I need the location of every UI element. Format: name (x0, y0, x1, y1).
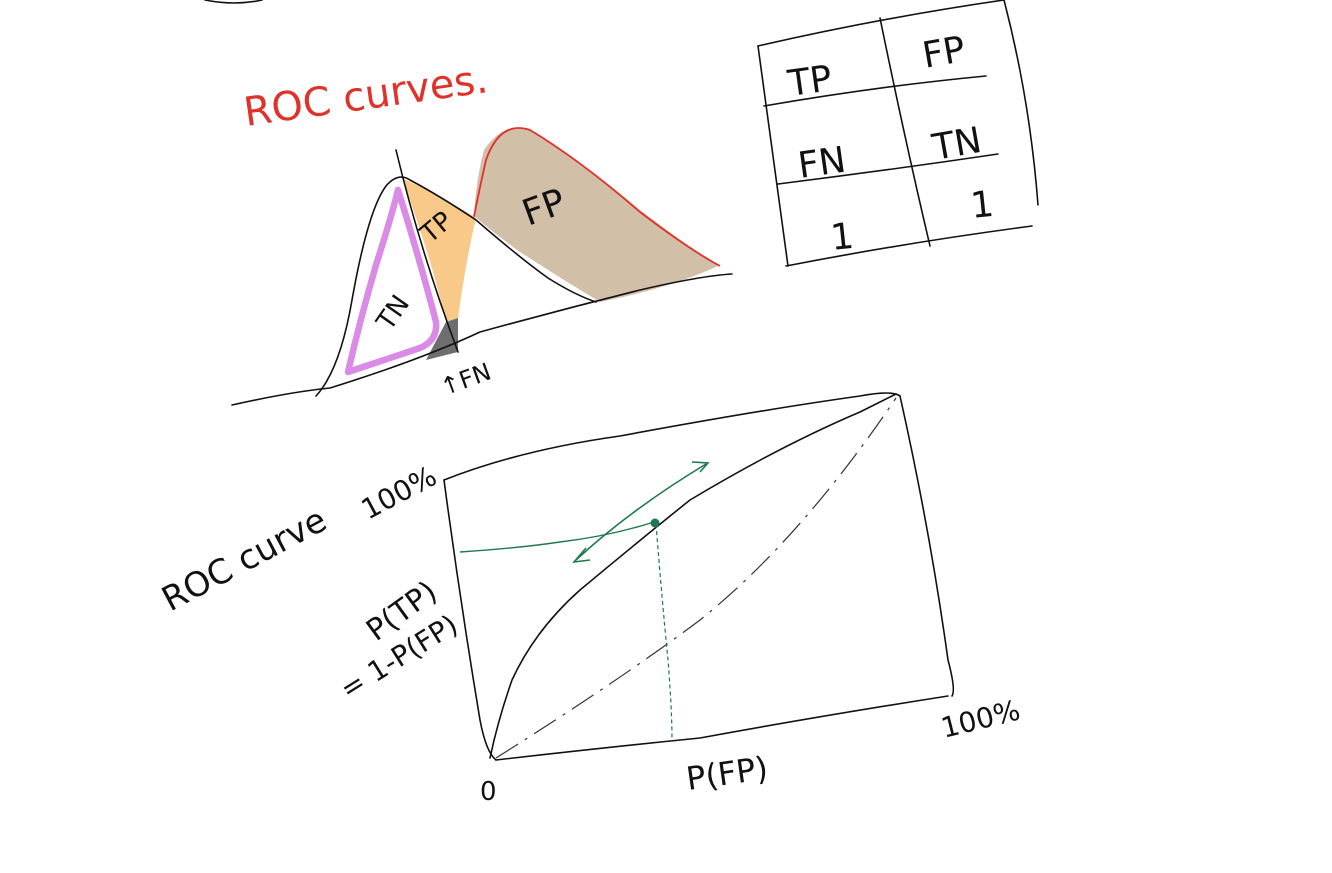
confusion-table: TP FP FN TN 1 1 (757, 0, 1039, 267)
plot-bottom-border (495, 695, 949, 761)
threshold-line (395, 149, 459, 353)
cell-tp: TP (785, 58, 835, 105)
roc-curve-line (489, 393, 897, 759)
page-title: ROC curves. (241, 56, 491, 136)
tn-label: TN (371, 290, 416, 337)
arrow-head-left-icon (572, 547, 591, 564)
tp-region (402, 178, 476, 322)
negative-distribution-curve (315, 176, 597, 397)
cell-one-right: 1 (969, 184, 996, 227)
table-row-divider-2 (777, 153, 999, 185)
fp-region (474, 127, 718, 302)
cell-one-left: 1 (829, 216, 856, 259)
random-classifier-diagonal (495, 397, 897, 759)
stray-stroke (204, 0, 263, 4)
tpr-guide-line (459, 521, 655, 553)
y-top-label: 100% (356, 459, 442, 526)
table-column-divider (879, 17, 931, 247)
plot-left-border (443, 479, 497, 761)
plot-top-border (443, 392, 901, 481)
origin-label: 0 (480, 777, 497, 807)
cell-fp: FP (919, 29, 968, 77)
cell-fn: FN (796, 140, 849, 187)
x-axis-label: P(FP) (684, 749, 770, 798)
table-bottom-border (785, 225, 1033, 267)
roc-curve-caption: ROC curve (155, 500, 333, 620)
table-row-divider-1 (763, 75, 987, 107)
table-right-border (1003, 0, 1039, 206)
distribution-sketch: TN TP FP ↑FN (231, 127, 733, 406)
table-left-border (757, 45, 789, 267)
fpr-guide-line (655, 523, 673, 741)
fn-label: ↑FN (436, 358, 494, 402)
distribution-baseline (231, 273, 733, 406)
x-end-label: 100% (938, 693, 1024, 744)
threshold-direction-arrow (575, 463, 707, 561)
cell-tn: TN (928, 120, 984, 169)
tn-region-outline (344, 186, 440, 376)
arrow-head-right-icon (691, 461, 710, 473)
roc-plot: ROC curve 100% P(TP) = 1-P(FP) P(FP) 100… (155, 392, 1024, 807)
plot-right-border (899, 395, 955, 697)
operating-point-marker (650, 518, 660, 528)
